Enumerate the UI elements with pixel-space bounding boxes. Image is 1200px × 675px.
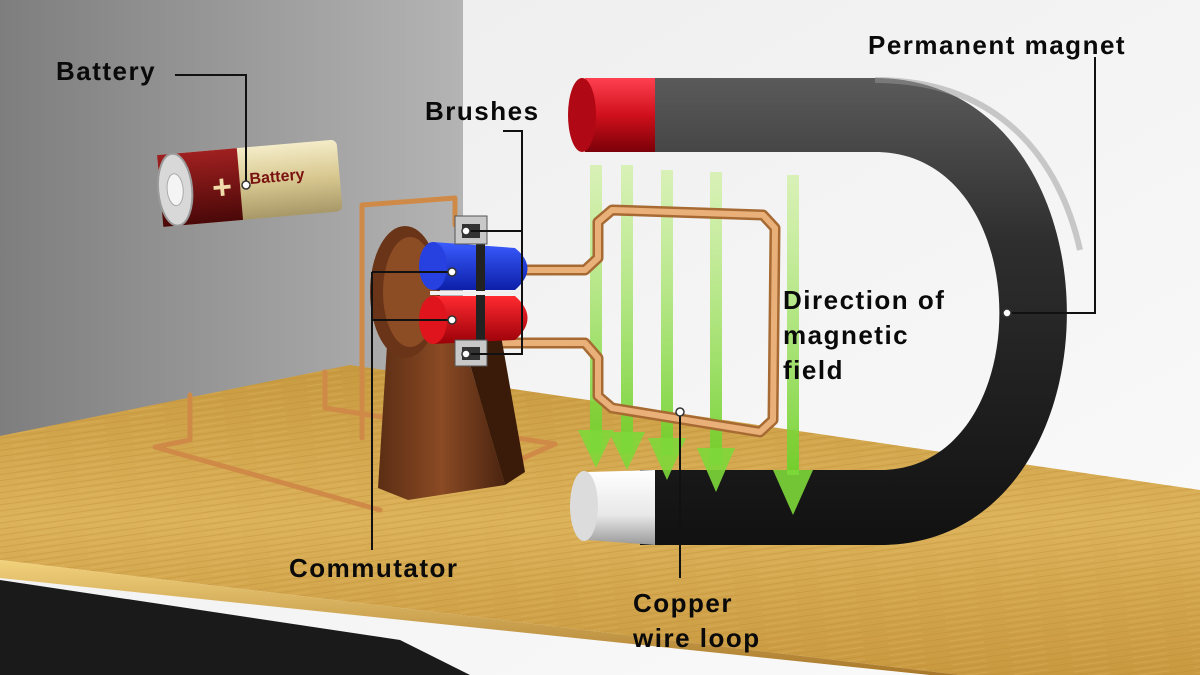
north-pole xyxy=(575,78,655,152)
permanent-magnet xyxy=(568,77,1083,545)
label-copper-wire-loop: Copper wire loop xyxy=(633,586,761,656)
commutator xyxy=(419,242,528,344)
label-commutator: Commutator xyxy=(289,553,459,583)
wooden-support xyxy=(370,226,525,500)
label-direction-line-1: Direction of xyxy=(783,285,946,315)
label-direction-line-2: magnetic xyxy=(783,320,910,350)
label-direction-line-3: field xyxy=(783,355,844,385)
label-copper-line-1: Copper xyxy=(633,588,733,618)
label-brushes: Brushes xyxy=(425,96,540,126)
copper-wire-loop xyxy=(492,204,781,438)
label-battery: Battery xyxy=(56,56,157,86)
battery-plus-sign: + xyxy=(211,168,234,208)
leader-lines xyxy=(175,57,1096,578)
battery-body-text: Battery xyxy=(249,166,306,188)
south-pole xyxy=(578,470,655,545)
label-permanent-magnet: Permanent magnet xyxy=(868,30,1127,60)
label-copper-line-2: wire loop xyxy=(633,623,761,653)
table-front-edge xyxy=(0,560,960,675)
label-direction-of-field: Direction of magnetic field xyxy=(783,283,945,388)
floor-shadow xyxy=(0,580,470,675)
